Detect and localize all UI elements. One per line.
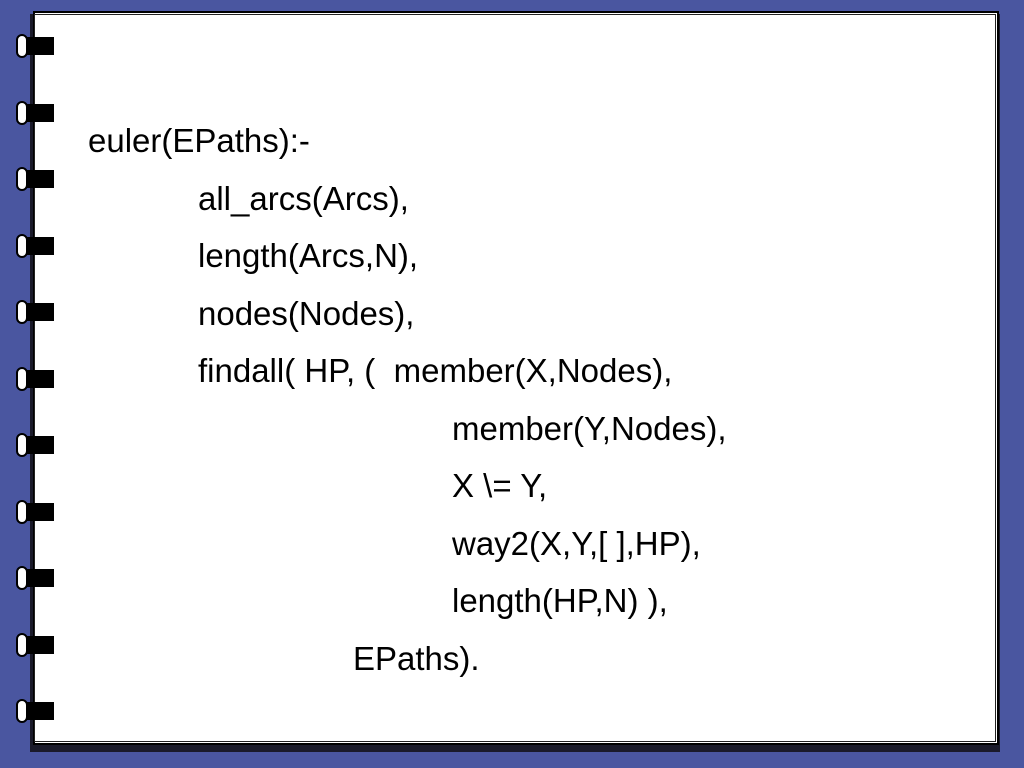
code-line: length(HP,N) ), <box>452 582 668 619</box>
ring-clip <box>22 37 54 55</box>
code-block: euler(EPaths):- all_arcs(Arcs), length(A… <box>35 13 997 743</box>
binder-ring-icon <box>16 433 54 457</box>
code-line: all_arcs(Arcs), <box>198 180 409 217</box>
binder-ring-icon <box>16 34 54 58</box>
code-line: nodes(Nodes), <box>198 295 415 332</box>
code-line: length(Arcs,N), <box>198 237 419 274</box>
slide-page: euler(EPaths):- all_arcs(Arcs), length(A… <box>33 11 999 745</box>
ring-clip <box>22 303 54 321</box>
ring-clip <box>22 636 54 654</box>
ring-clip <box>22 237 54 255</box>
ring-hole <box>16 367 28 391</box>
binder-ring-icon <box>16 367 54 391</box>
code-line: X \= Y, <box>452 467 548 504</box>
ring-hole <box>16 433 28 457</box>
ring-hole <box>16 167 28 191</box>
binder-ring-icon <box>16 300 54 324</box>
ring-clip <box>22 503 54 521</box>
ring-clip <box>22 569 54 587</box>
ring-clip <box>22 702 54 720</box>
binder-ring-icon <box>16 500 54 524</box>
code-line: euler(EPaths):- <box>88 122 310 159</box>
binder-ring-icon <box>16 699 54 723</box>
ring-clip <box>22 436 54 454</box>
code-line: member(Y,Nodes), <box>452 410 727 447</box>
ring-hole <box>16 500 28 524</box>
ring-hole <box>16 633 28 657</box>
ring-hole <box>16 566 28 590</box>
code-line: findall( HP, ( member(X,Nodes), <box>198 352 673 389</box>
ring-hole <box>16 699 28 723</box>
ring-hole <box>16 34 28 58</box>
binder-ring-icon <box>16 167 54 191</box>
binder-ring-icon <box>16 566 54 590</box>
ring-clip <box>22 170 54 188</box>
ring-hole <box>16 234 28 258</box>
ring-clip <box>22 104 54 122</box>
ring-clip <box>22 370 54 388</box>
ring-hole <box>16 101 28 125</box>
binder-ring-icon <box>16 234 54 258</box>
code-line: way2(X,Y,[ ],HP), <box>452 525 701 562</box>
ring-hole <box>16 300 28 324</box>
binder-ring-icon <box>16 101 54 125</box>
binder-ring-icon <box>16 633 54 657</box>
code-line: EPaths). <box>353 640 480 677</box>
